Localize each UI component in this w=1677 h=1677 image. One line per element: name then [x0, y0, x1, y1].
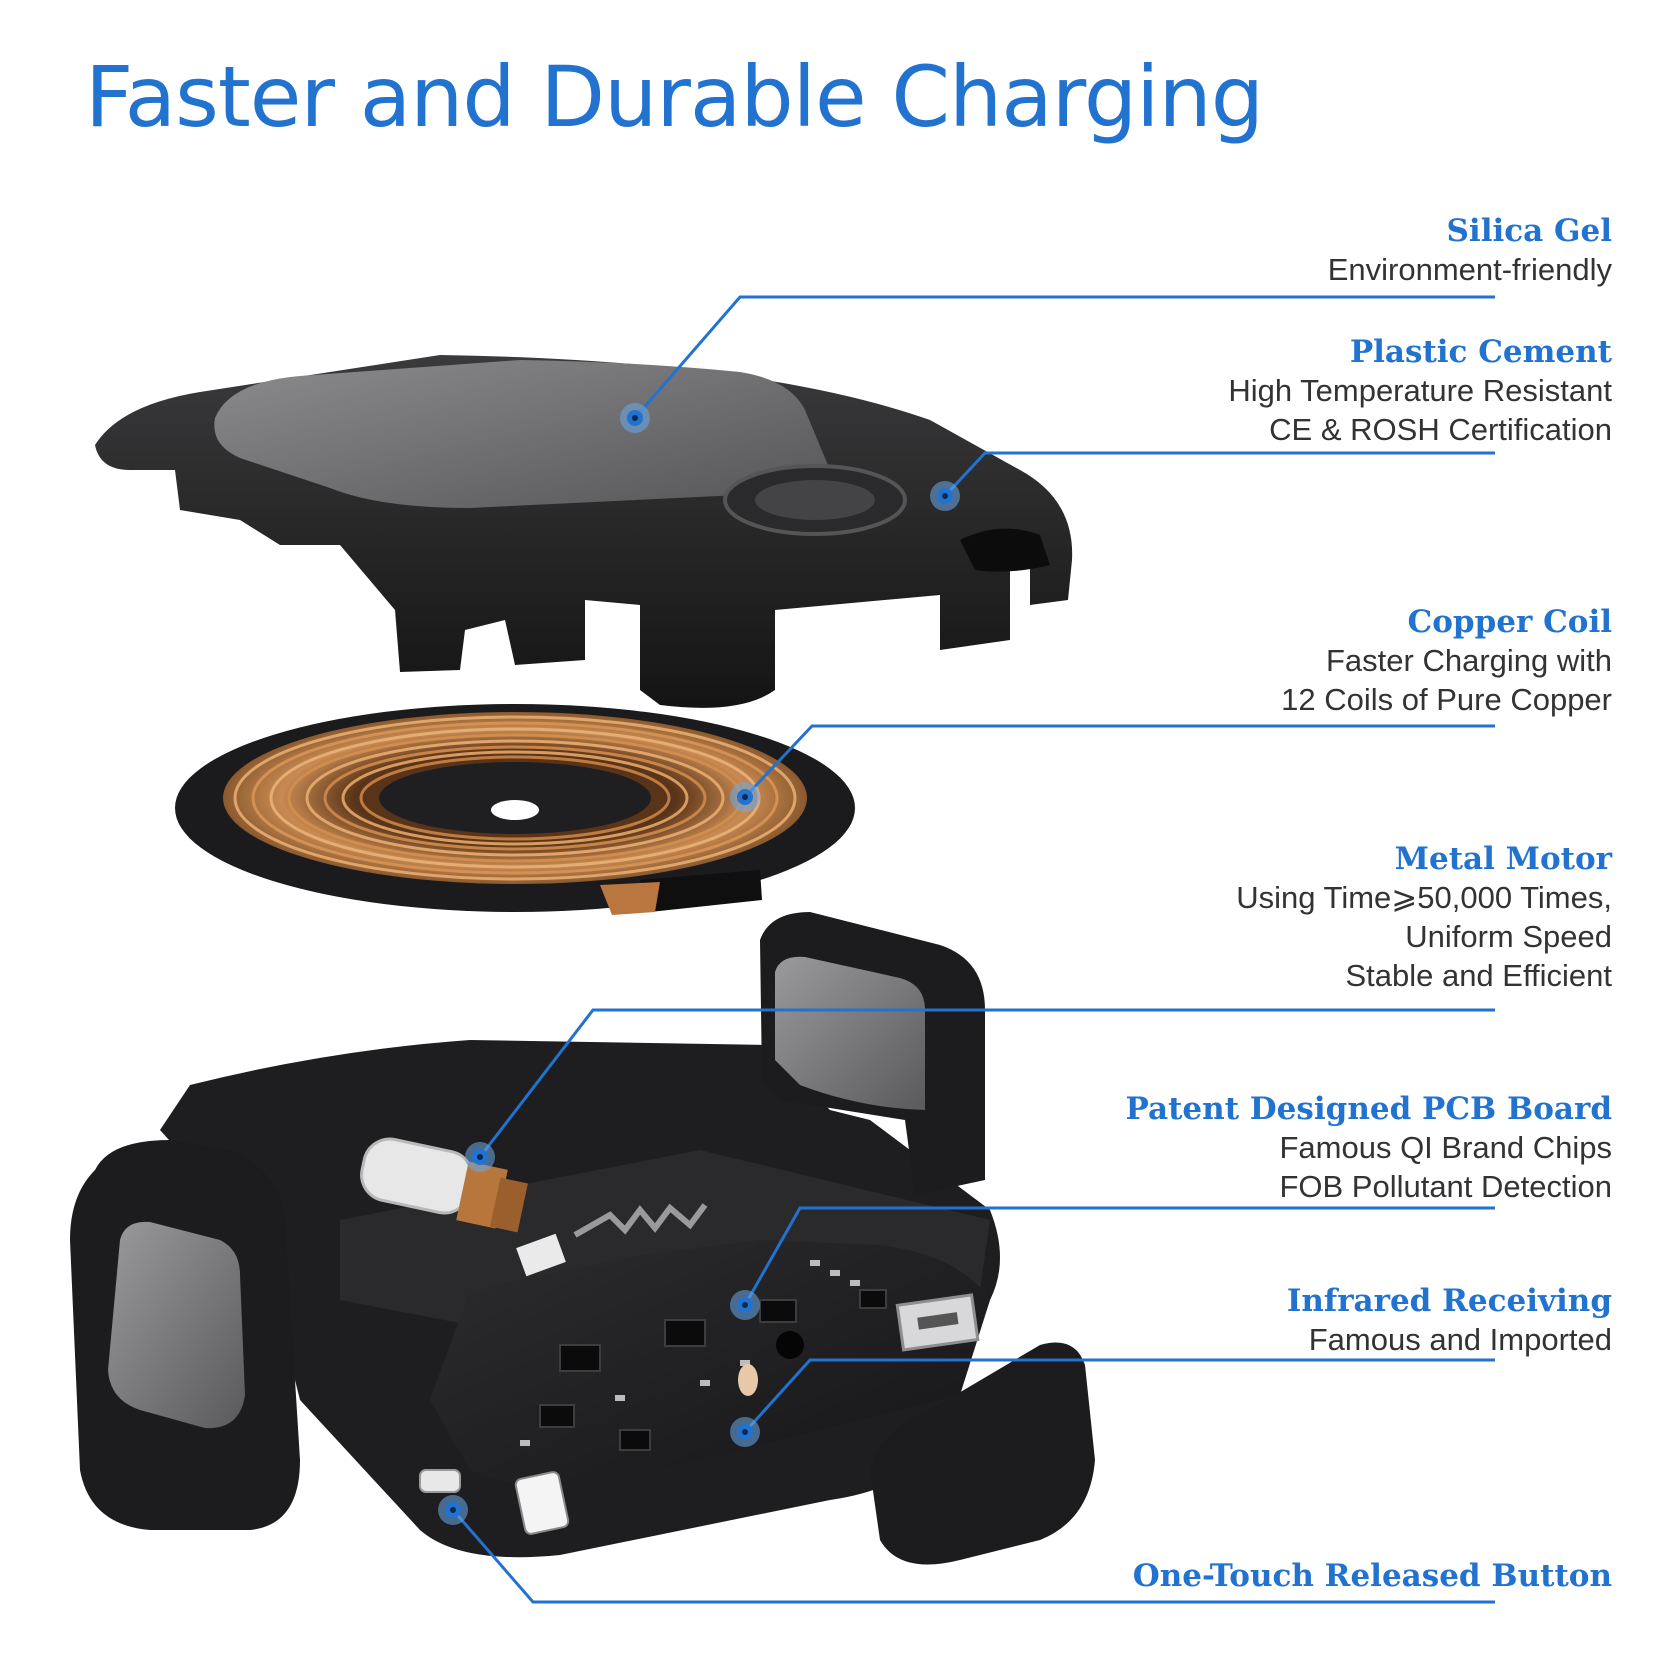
- callout-infrared: Infrared Receiving Famous and Imported: [1287, 1282, 1612, 1359]
- callout-dot-icon: [730, 1290, 760, 1320]
- leader-plastic-cement: [943, 451, 1495, 498]
- callout-title: Plastic Cement: [1349, 334, 1612, 370]
- callout-title: Silica Gel: [1446, 213, 1612, 249]
- callout-dot-icon: [730, 1417, 760, 1447]
- callout-dot-icon: [620, 403, 650, 433]
- page-title: Faster and Durable Charging: [85, 48, 1264, 146]
- leader-copper-coil: [743, 724, 1495, 799]
- release-button: [514, 1471, 570, 1535]
- leader-pcb-board: [743, 1206, 1495, 1306]
- callout-dot-icon: [730, 782, 760, 812]
- callout-line: Faster Charging with: [1325, 643, 1612, 678]
- callout-line: Famous and Imported: [1308, 1322, 1612, 1357]
- callout-silica-gel: Silica Gel Environment-friendly: [1328, 212, 1612, 289]
- callout-line: Famous QI Brand Chips: [1279, 1130, 1612, 1165]
- callout-title: Metal Motor: [1394, 841, 1612, 877]
- bottom-holder: [870, 1342, 1095, 1565]
- callout-title: One-Touch Released Button: [1132, 1558, 1612, 1594]
- callout-dot-icon: [930, 481, 960, 511]
- base-assembly: [70, 912, 1095, 1565]
- silica-gel-pad: [214, 360, 830, 508]
- callout-line: Stable and Efficient: [1345, 958, 1612, 993]
- callout-line: High Temperature Resistant: [1228, 373, 1612, 408]
- callout-line: Uniform Speed: [1405, 919, 1612, 954]
- callout-line: CE & ROSH Certification: [1269, 412, 1612, 447]
- leader-metal-motor: [478, 1008, 1495, 1158]
- copper-coil: [175, 704, 855, 915]
- callout-line: Environment-friendly: [1327, 252, 1612, 287]
- top-cover: [95, 355, 1073, 708]
- leader-silica-gel: [633, 295, 1495, 419]
- callout-dot-icon: [465, 1142, 495, 1172]
- callout-line: Using Time⩾50,000 Times,: [1236, 880, 1612, 915]
- callout-copper-coil: Copper Coil Faster Charging with 12 Coil…: [1281, 603, 1612, 719]
- leader-release-button: [451, 1509, 1495, 1604]
- callout-dots: [438, 403, 960, 1525]
- leader-lines: [451, 295, 1495, 1604]
- callout-title: Infrared Receiving: [1286, 1283, 1612, 1319]
- callout-title: Copper Coil: [1407, 604, 1612, 640]
- callout-metal-motor: Metal Motor Using Time⩾50,000 Times, Uni…: [1236, 840, 1612, 995]
- callout-plastic-cement: Plastic Cement High Temperature Resistan…: [1228, 333, 1612, 449]
- callout-release-button: One-Touch Released Button: [1133, 1557, 1612, 1595]
- leader-infrared: [743, 1358, 1495, 1434]
- callout-line: FOB Pollutant Detection: [1279, 1169, 1612, 1204]
- callout-pcb-board: Patent Designed PCB Board Famous QI Bran…: [1126, 1090, 1612, 1206]
- callout-line: 12 Coils of Pure Copper: [1281, 682, 1612, 717]
- callout-title: Patent Designed PCB Board: [1125, 1091, 1612, 1127]
- callout-dot-icon: [438, 1495, 468, 1525]
